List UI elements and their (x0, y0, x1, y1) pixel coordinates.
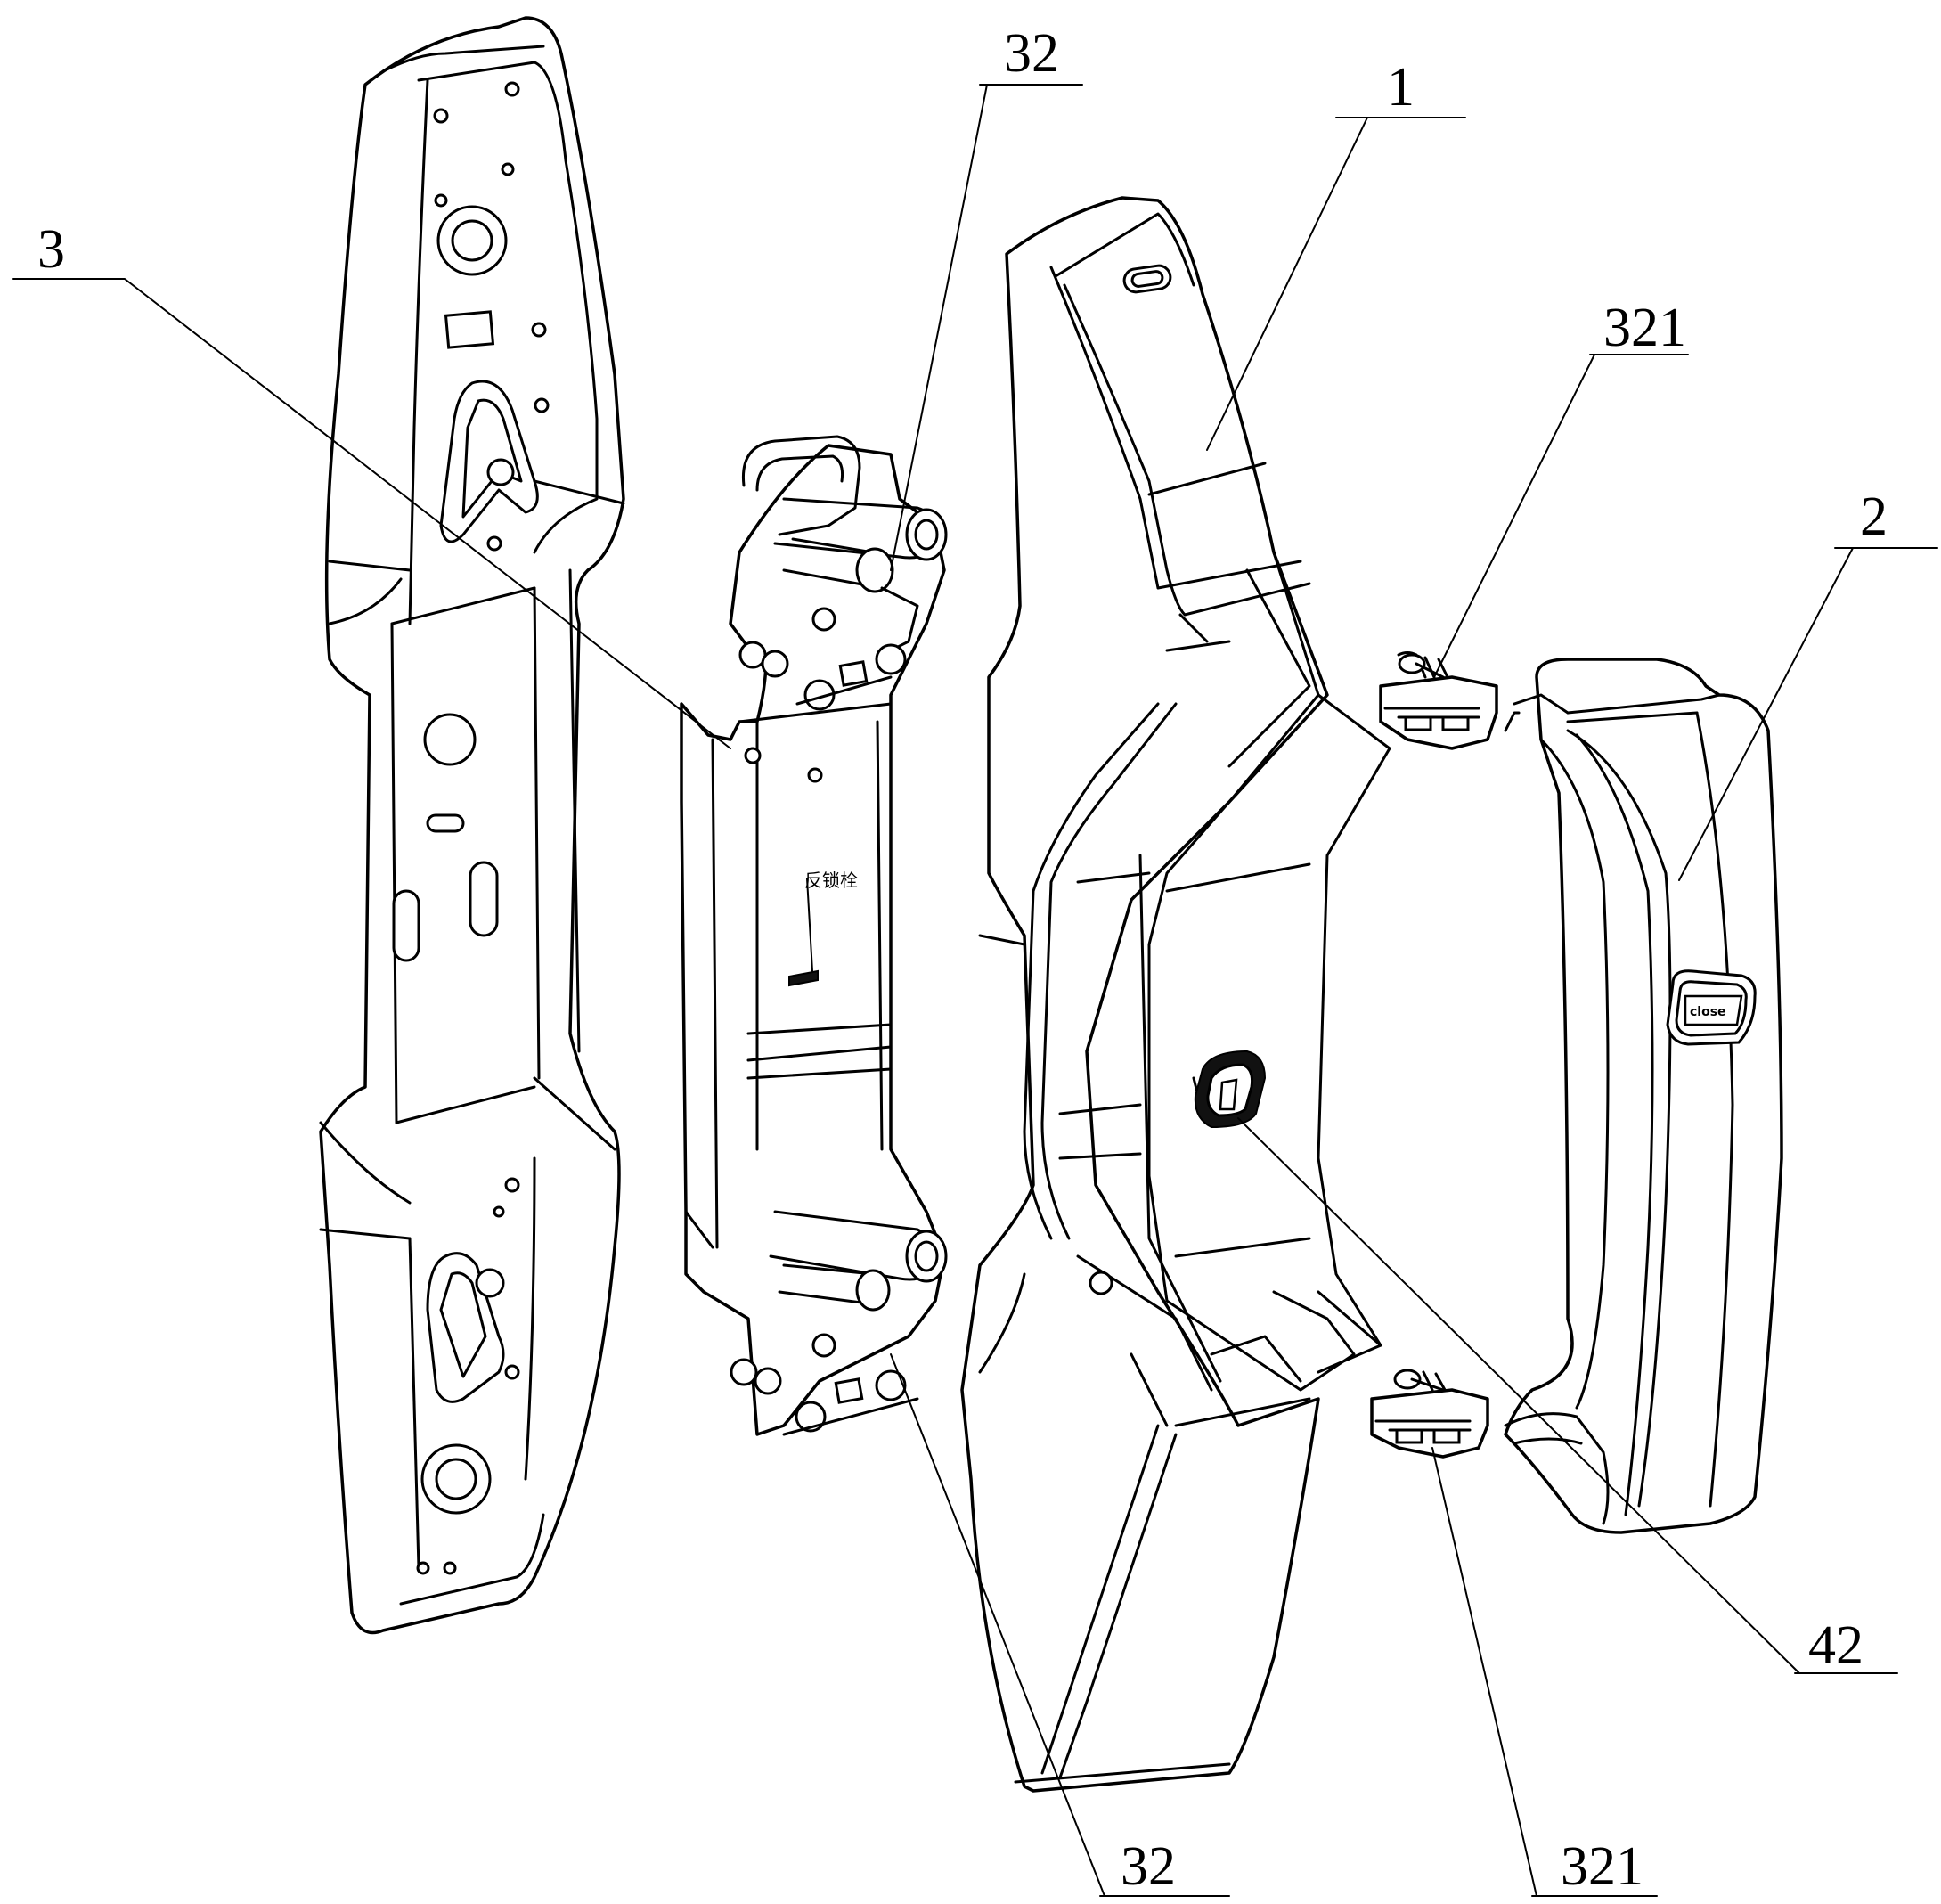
anti-lock-bolt-note: 反锁栓 (804, 870, 858, 891)
label-part-321-bottom: 321 (1561, 1836, 1643, 1897)
label-part-32-bottom: 32 (1121, 1836, 1176, 1897)
cover: close (1505, 659, 1782, 1532)
label-part-2: 2 (1860, 486, 1888, 547)
rear-plate (321, 18, 624, 1633)
latch-mechanism: 反锁栓 (681, 437, 946, 1434)
label-part-42: 42 (1808, 1615, 1864, 1676)
connector-lower (1372, 1370, 1488, 1457)
front-housing (962, 198, 1390, 1791)
label-part-321-top: 321 (1603, 298, 1686, 358)
cover-badge-text: close (1690, 1005, 1726, 1019)
label-part-1: 1 (1387, 57, 1415, 118)
label-part-32-top: 32 (1004, 23, 1059, 84)
label-part-3: 3 (37, 219, 65, 280)
